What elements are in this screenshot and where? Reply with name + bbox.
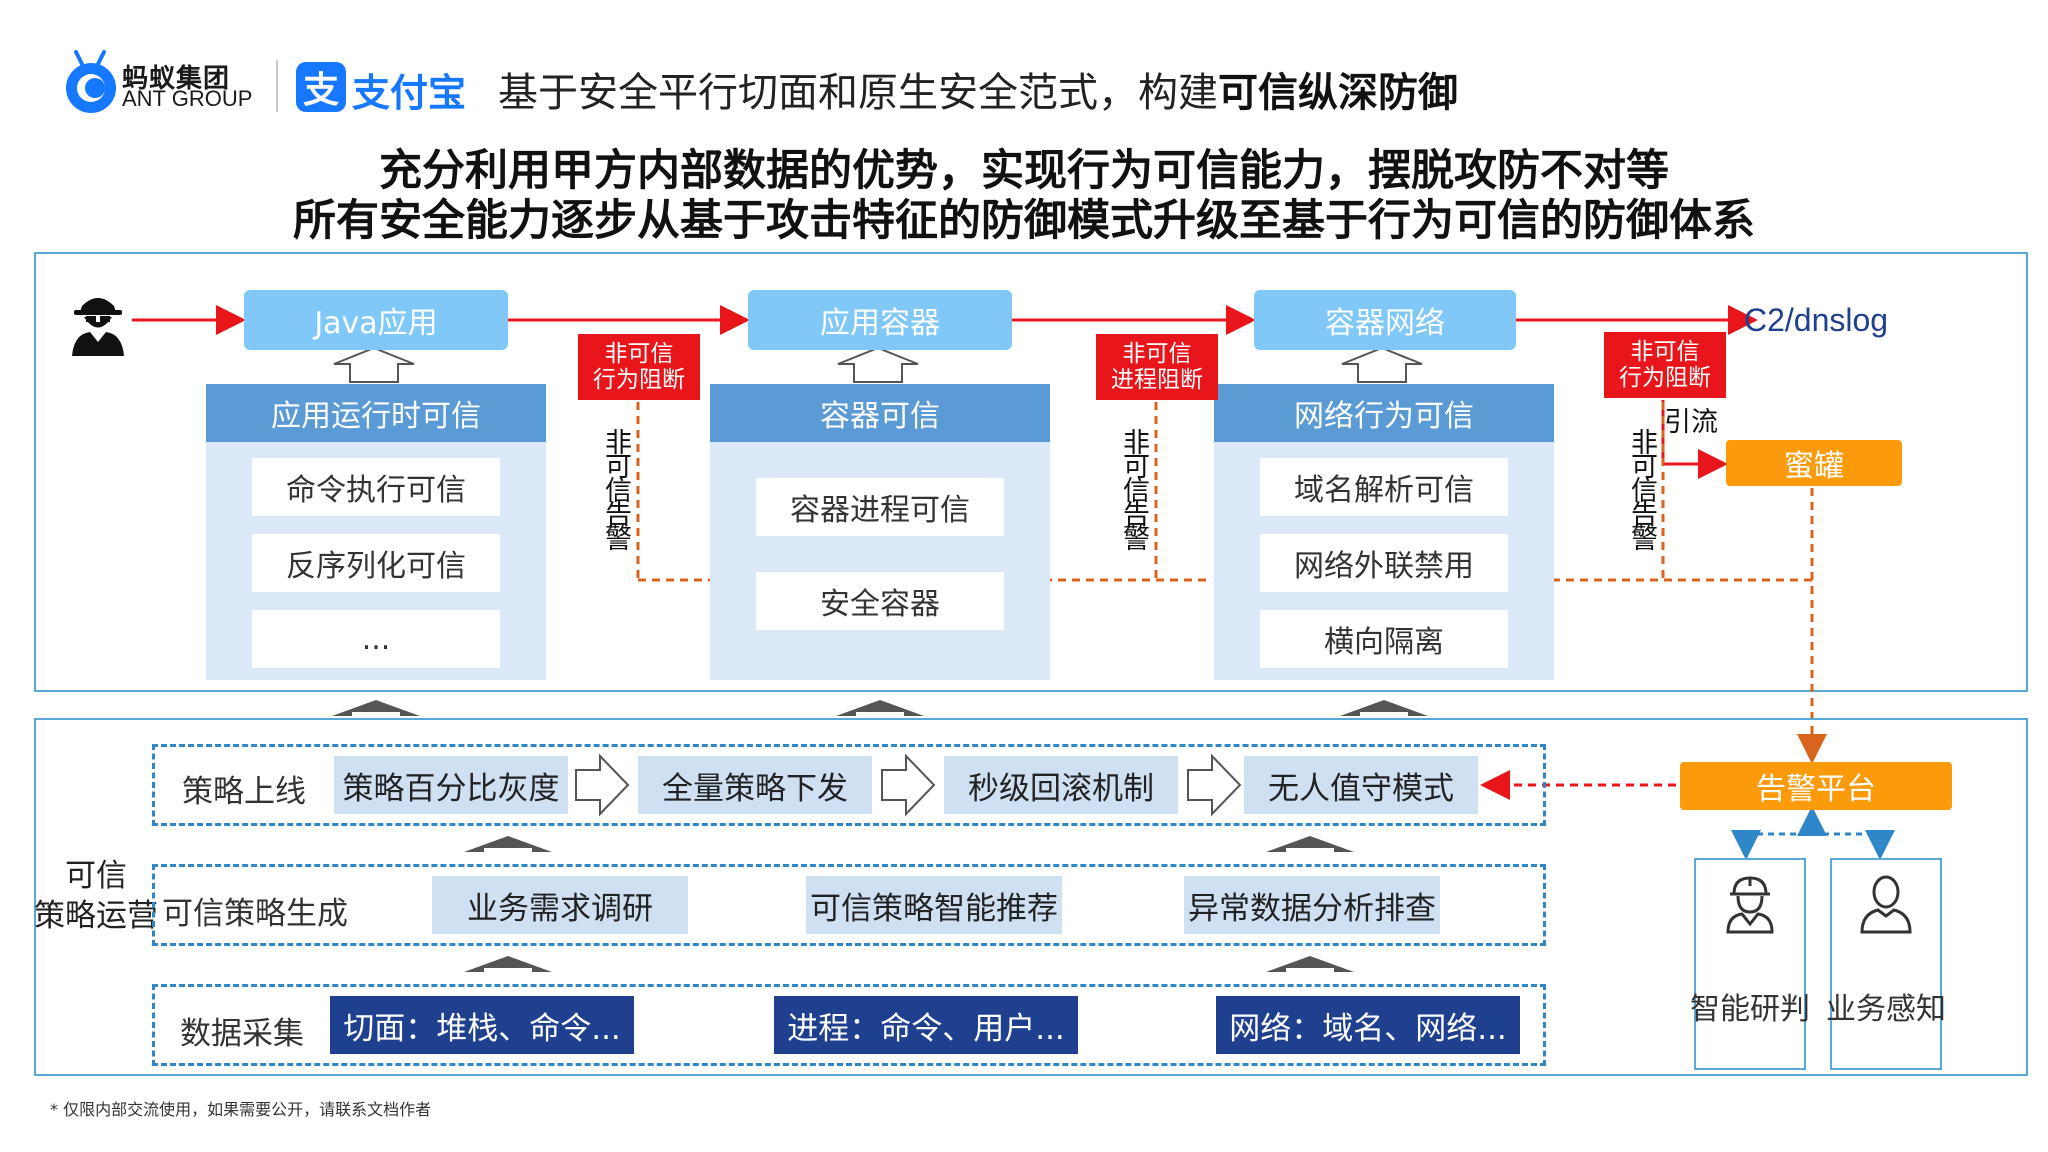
more-items: ... xyxy=(252,610,500,668)
unattended-mode[interactable]: 无人值守模式 xyxy=(1244,756,1478,814)
second-level-rollback[interactable]: 秒级回滚机制 xyxy=(944,756,1178,814)
alipay-name: 支付宝 xyxy=(352,71,467,115)
footnote: * 仅限内部交流使用，如果需要公开，请联系文档作者 xyxy=(50,1100,432,1119)
percentage-gray-release[interactable]: 策略百分比灰度 xyxy=(334,756,568,814)
anomaly-analysis[interactable]: 异常数据分析排查 xyxy=(1184,876,1440,934)
subtitle-line-1: 充分利用甲方内部数据的优势，实现行为可信能力，摆脱攻防不对等 xyxy=(379,146,1669,196)
alipay-logo-icon: 支 xyxy=(296,62,346,112)
container-process-trust: 容器进程可信 xyxy=(756,478,1004,536)
deserialization-trust: 反序列化可信 xyxy=(252,534,500,592)
runtime-trust-header: 应用运行时可信 xyxy=(206,384,546,442)
page-title-bold: 可信纵深防御 xyxy=(1218,70,1458,116)
dns-resolve-trust: 域名解析可信 xyxy=(1260,458,1508,516)
network-trust-header: 网络行为可信 xyxy=(1214,384,1554,442)
block-tag-2-line2: 进程阻断 xyxy=(1111,367,1203,393)
outbound-disabled: 网络外联禁用 xyxy=(1260,534,1508,592)
container-trust-header: 容器可信 xyxy=(710,384,1050,442)
business-awareness-label: 业务感知 xyxy=(1826,992,1946,1027)
policy-smart-recommend[interactable]: 可信策略智能推荐 xyxy=(806,876,1062,934)
policy-generation-row xyxy=(152,864,1546,946)
brand-name-cn: 蚂蚁集团 xyxy=(122,64,231,94)
alert-platform-button[interactable]: 告警平台 xyxy=(1680,762,1952,810)
page-title: 基于安全平行切面和原生安全范式，构建可信纵深防御 xyxy=(498,60,1458,118)
smart-analysis-label: 智能研判 xyxy=(1690,992,1810,1027)
block-tag-1-line1: 非可信 xyxy=(604,341,674,367)
honeypot-button[interactable]: 蜜罐 xyxy=(1726,440,1902,486)
node-app-container[interactable]: 应用容器 xyxy=(748,290,1012,350)
untrusted-alert-label-1: 非可信告警 xyxy=(600,428,631,548)
side-label-line1: 可信 xyxy=(65,858,127,894)
engineer-icon xyxy=(1722,872,1778,934)
data-collection-row xyxy=(152,984,1546,1066)
node-container-network[interactable]: 容器网络 xyxy=(1254,290,1516,350)
subtitle-line-2: 所有安全能力逐步从基于攻击特征的防御模式升级至基于行为可信的防御体系 xyxy=(293,196,1755,246)
aspect-data-source[interactable]: 切面：堆栈、命令... xyxy=(330,996,634,1054)
block-tag-2-line1: 非可信 xyxy=(1122,341,1192,367)
hacker-icon xyxy=(68,290,128,356)
page-title-normal: 基于安全平行切面和原生安全范式，构建 xyxy=(498,70,1218,116)
block-tag-1-line2: 行为阻断 xyxy=(593,367,685,393)
block-tag-3-line2: 行为阻断 xyxy=(1619,365,1711,391)
header-divider xyxy=(276,60,278,112)
c2-dnslog-label: C2/dnslog xyxy=(1744,302,1889,338)
brand-name-en: ANT GROUP xyxy=(122,86,253,111)
side-label-line2: 策略运营 xyxy=(34,898,158,934)
business-awareness-box xyxy=(1830,858,1942,1070)
ant-group-logo-icon xyxy=(62,50,120,114)
block-tag-1: 非可信 行为阻断 xyxy=(578,334,700,400)
untrusted-alert-label-2: 非可信告警 xyxy=(1118,428,1149,548)
block-tag-2: 非可信 进程阻断 xyxy=(1096,334,1218,400)
policy-generation-label: 可信策略生成 xyxy=(162,896,348,932)
block-tag-3: 非可信 行为阻断 xyxy=(1604,332,1726,398)
node-java-app[interactable]: Java应用 xyxy=(244,290,508,350)
business-research[interactable]: 业务需求调研 xyxy=(432,876,688,934)
strategy-online-label: 策略上线 xyxy=(182,774,306,810)
smart-analysis-box xyxy=(1694,858,1806,1070)
process-data-source[interactable]: 进程：命令、用户... xyxy=(774,996,1078,1054)
policy-ops-panel xyxy=(34,718,2028,1076)
lateral-isolation: 横向隔离 xyxy=(1260,610,1508,668)
secure-container: 安全容器 xyxy=(756,572,1004,630)
divert-label: 引流 xyxy=(1664,407,1718,438)
network-data-source[interactable]: 网络：域名、网络... xyxy=(1216,996,1520,1054)
untrusted-alert-label-3: 非可信告警 xyxy=(1626,428,1657,548)
full-strategy-deploy[interactable]: 全量策略下发 xyxy=(638,756,872,814)
command-exec-trust: 命令执行可信 xyxy=(252,458,500,516)
policy-ops-side-label: 可信 策略运营 xyxy=(34,854,158,938)
strategy-online-row xyxy=(152,744,1546,826)
defense-layer-panel xyxy=(34,252,2028,692)
user-icon xyxy=(1858,872,1914,934)
data-collection-label: 数据采集 xyxy=(180,1016,304,1052)
block-tag-3-line1: 非可信 xyxy=(1630,339,1700,365)
